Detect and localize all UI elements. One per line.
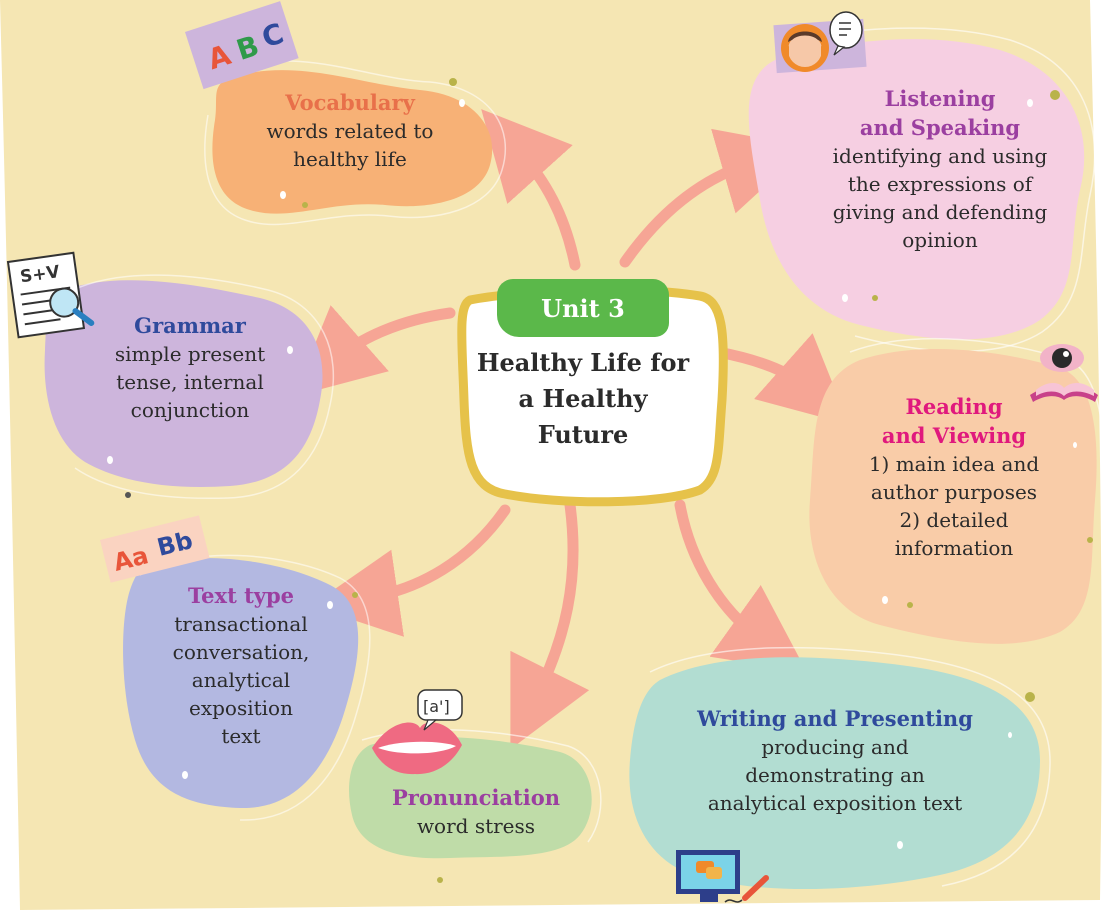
pronunciation-title: Pronunciation — [392, 785, 560, 810]
listening-blob — [748, 39, 1085, 340]
listening-blob-outline — [779, 27, 1096, 353]
vocabulary-title: Vocabulary — [285, 90, 415, 115]
writing-blob — [629, 657, 1040, 890]
text-type-blob — [123, 557, 359, 809]
speech-bubble-icon — [829, 11, 863, 56]
writing-title: Writing and Presenting — [697, 706, 973, 731]
vocabulary-line-2: healthy life — [293, 147, 407, 171]
eye-book-icon — [1030, 344, 1098, 402]
monitor-pen-icon — [676, 850, 769, 903]
reading-line-2: author purposes — [870, 480, 1038, 504]
lips-icon — [372, 722, 462, 775]
document-magnifier-icon: S+V — [6, 251, 95, 339]
phonetic-label: [a'] — [423, 697, 450, 716]
grammar-line-3: conjunction — [130, 398, 250, 422]
text-type-line-1: transactional — [174, 612, 308, 636]
arrow-to-text-type — [310, 504, 511, 637]
grammar-title: Grammar — [134, 313, 246, 338]
text-type-node: Text type transactional conversation, an… — [150, 581, 332, 750]
arrow-to-vocabulary — [481, 109, 581, 271]
arrow-to-writing — [674, 499, 807, 672]
text-type-title: Text type — [187, 583, 295, 608]
decorative-dots — [107, 99, 1077, 849]
phonetic-bubble-icon: [a'] — [417, 689, 463, 731]
arrow-to-pronunciation — [510, 499, 590, 750]
connector-arrows — [293, 109, 850, 750]
grammar-blob — [44, 280, 323, 487]
pronunciation-line-1: word stress — [416, 814, 536, 838]
vocabulary-line-1: words related to — [266, 119, 434, 143]
reading-node: Reading and Viewing 1) main idea and aut… — [838, 392, 1070, 562]
reading-line-1: 1) main idea and — [868, 452, 1040, 476]
arrow-to-listening — [619, 128, 808, 268]
text-type-line-2: conversation, — [172, 640, 310, 664]
writing-line-1: producing and — [761, 735, 909, 759]
writing-node: Writing and Presenting producing and dem… — [660, 704, 1010, 817]
reading-line-4: information — [894, 536, 1014, 560]
text-type-blob-outline — [139, 554, 371, 821]
aa-bb-letters-icon: Aa Bb — [100, 515, 210, 583]
reading-line-3: 2) detailed — [899, 508, 1009, 532]
listening-node: Listening and Speaking identifying and u… — [790, 84, 1090, 254]
grammar-node: Grammar simple present tense, internal c… — [85, 311, 295, 424]
arrow-to-reading — [712, 333, 850, 425]
arrow-to-grammar — [293, 305, 456, 397]
accent-dots — [125, 78, 1093, 883]
reading-title-1: Reading — [905, 394, 1003, 419]
vocabulary-blob — [212, 70, 493, 214]
listening-title-1: Listening — [884, 86, 996, 111]
vocabulary-blob-outline — [204, 60, 507, 226]
listening-line-1: identifying and using — [832, 144, 1048, 168]
listening-line-2: the expressions of — [847, 172, 1033, 196]
abc-letters-icon: A B C — [185, 1, 299, 90]
grammar-line-1: simple present — [114, 342, 266, 366]
center-card — [457, 285, 728, 507]
grammar-blob-outline — [54, 274, 335, 500]
reading-title-2: and Viewing — [881, 423, 1027, 448]
listening-line-3: giving and defending — [832, 200, 1048, 224]
writing-line-3: analytical exposition text — [707, 791, 963, 815]
text-type-line-4: exposition — [189, 696, 293, 720]
grammar-line-2: tense, internal — [116, 370, 264, 394]
writing-blob-outline — [649, 646, 1051, 887]
listening-line-4: opinion — [902, 228, 978, 252]
center-title: Healthy Life for a Healthy Future — [476, 348, 690, 449]
text-type-line-3: analytical — [191, 668, 291, 692]
pronunciation-node: Pronunciation word stress — [365, 783, 587, 840]
unit-badge: Unit 3 — [497, 279, 669, 337]
reading-blob — [809, 348, 1097, 644]
writing-line-2: demonstrating an — [745, 763, 925, 787]
text-type-line-5: text — [221, 724, 261, 748]
vocabulary-node: Vocabulary words related to healthy life — [235, 88, 465, 173]
listening-title-2: and Speaking — [859, 115, 1021, 140]
